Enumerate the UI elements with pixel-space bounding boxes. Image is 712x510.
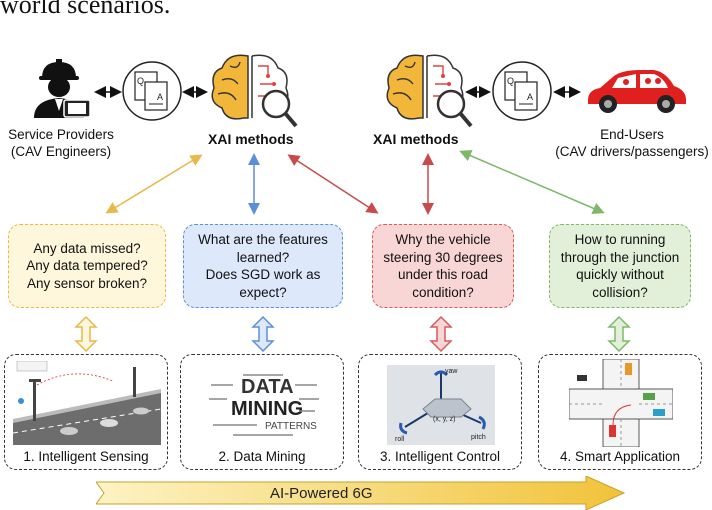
svg-text:A: A	[527, 92, 533, 102]
wordcloud-word-data: DATA	[241, 376, 294, 398]
svg-text:A: A	[157, 92, 163, 102]
xai-methods-label-left: XAI methods	[208, 131, 294, 147]
double-arrow-blue	[251, 315, 275, 353]
ai-6g-banner-arrow	[96, 476, 626, 510]
ai-6g-banner-text: AI-Powered 6G	[270, 485, 373, 502]
stage-label-mining: 2. Data Mining	[218, 449, 306, 464]
question-text-control: Why the vehicle steering 30 degrees unde…	[383, 232, 503, 300]
engineer-icon	[26, 56, 96, 118]
end-users-title: End-Users	[600, 127, 664, 142]
svg-text:Q: Q	[137, 76, 144, 86]
double-arrow-yellow	[74, 315, 98, 353]
axis-label-pitch: pitch	[471, 434, 486, 441]
question-text-mining: What are the features learned? Does SGD …	[198, 232, 328, 300]
stage-panel-application: 4. Smart Application	[538, 354, 702, 470]
stage-panel-mining: DATA MINING PATTERNS 2. Data Mining	[180, 354, 344, 470]
question-box-control: Why the vehicle steering 30 degrees unde…	[372, 224, 514, 308]
stage-label-sensing: 1. Intelligent Sensing	[23, 449, 149, 464]
double-arrow-red	[429, 315, 453, 353]
question-text-sensing: Any data missed? Any data tempered? Any …	[26, 240, 148, 291]
vehicle-axes-image: yaw roll pitch (x, y, z)	[387, 365, 495, 445]
red-link-arrow-left	[287, 154, 379, 214]
data-mining-wordcloud: DATA MINING PATTERNS	[205, 367, 321, 439]
axis-coords-label: (x, y, z)	[433, 416, 455, 423]
stage-label-application: 4. Smart Application	[559, 449, 681, 464]
document-qa-icon: Q A	[121, 60, 183, 122]
question-box-application: How to running through the junction quic…	[549, 224, 691, 308]
green-link-arrow	[459, 150, 605, 214]
question-box-mining: What are the features learned? Does SGD …	[183, 224, 343, 308]
xai-methods-label-right: XAI methods	[373, 131, 459, 147]
axis-label-roll: roll	[395, 436, 405, 443]
brain-icon-left	[208, 46, 300, 132]
yellow-link-arrow	[105, 154, 203, 214]
document-qa-icon-right: Q A	[491, 60, 553, 122]
question-text-application: How to running through the junction quic…	[560, 232, 680, 300]
service-providers-label: Service Providers (CAV Engineers)	[2, 126, 120, 160]
stage-panel-control: yaw roll pitch (x, y, z) 3. Intelligent …	[358, 354, 522, 470]
brain-icon-right	[383, 46, 475, 132]
car-icon	[584, 66, 688, 116]
service-providers-title: Service Providers	[8, 127, 114, 142]
junction-map-image	[569, 359, 673, 447]
question-box-sensing: Any data missed? Any data tempered? Any …	[8, 224, 166, 308]
axis-label-yaw: yaw	[445, 368, 458, 375]
header-partial-text: world scenarios.	[0, 0, 171, 19]
wordcloud-word-patterns: PATTERNS	[265, 421, 317, 432]
wordcloud-word-mining: MINING	[231, 398, 303, 420]
stage-panel-sensing: 1. Intelligent Sensing	[4, 354, 168, 470]
road-sensing-image	[13, 361, 161, 445]
double-arrow-green	[607, 315, 631, 353]
svg-text:Q: Q	[507, 76, 514, 86]
stage-label-control: 3. Intelligent Control	[379, 449, 501, 464]
service-providers-subtitle: (CAV Engineers)	[10, 144, 112, 159]
